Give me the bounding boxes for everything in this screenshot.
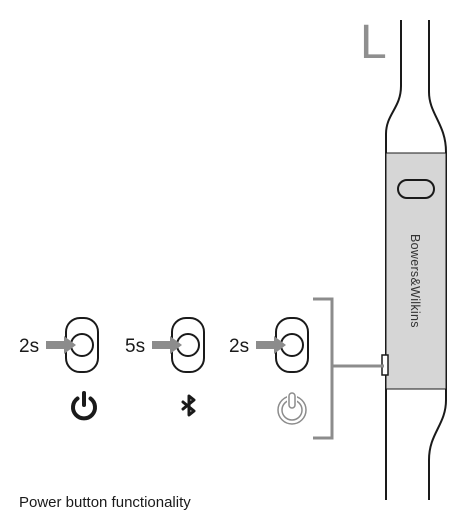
power-icon	[71, 391, 97, 421]
arrow-2-head	[170, 336, 182, 354]
bluetooth-icon	[181, 394, 196, 417]
brand-label: Bowers&Wilkins	[408, 234, 422, 328]
side-marker-L: L	[360, 16, 387, 69]
duration-label-2: 5s	[125, 336, 145, 357]
control-panel	[385, 152, 447, 390]
panel-power-button	[397, 179, 435, 199]
arrow-2-shaft	[152, 341, 172, 349]
arrow-1-head	[64, 336, 76, 354]
arrow-1-shaft	[46, 341, 66, 349]
arrow-3-head	[274, 336, 286, 354]
caption: Power button functionality	[19, 494, 191, 511]
power-outline-icon	[277, 392, 307, 425]
arrow-3-shaft	[256, 341, 276, 349]
duration-label-3: 2s	[229, 336, 249, 357]
button-3	[256, 317, 309, 373]
duration-label-1: 2s	[19, 336, 39, 357]
button-1	[46, 317, 99, 373]
button-2	[152, 317, 205, 373]
bracket	[313, 297, 384, 440]
